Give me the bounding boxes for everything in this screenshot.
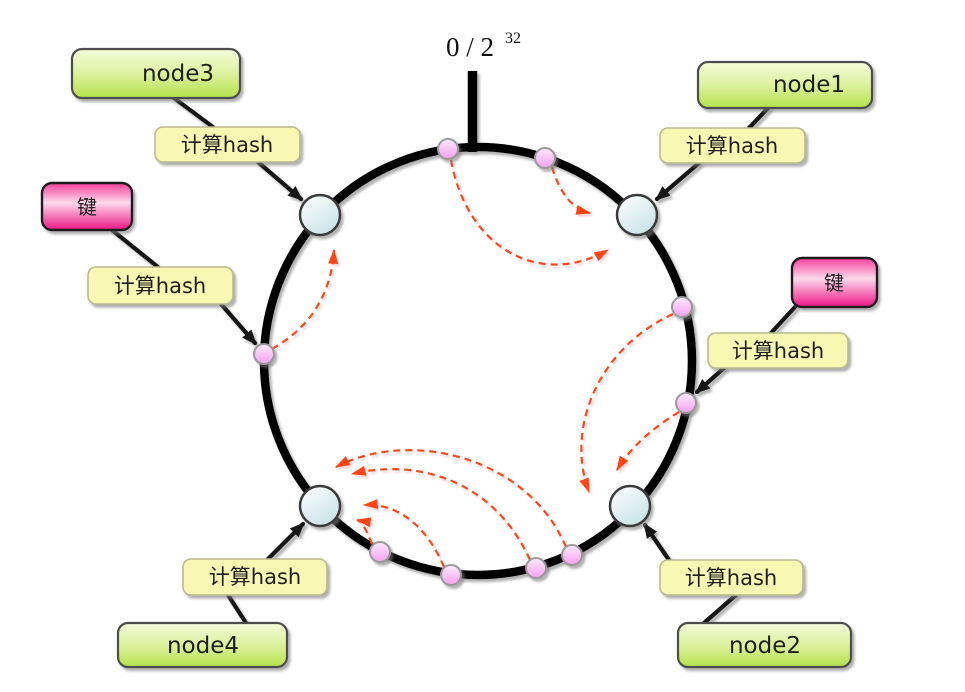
node1-label: node1 (773, 72, 845, 98)
node4-ring-circle (298, 484, 342, 528)
key-right-box (790, 256, 879, 309)
node4-label: node4 (167, 633, 239, 659)
compute-hash-label-node1: 计算hash (686, 134, 778, 158)
key-dot-bottom-4 (369, 541, 391, 563)
mapping-arrow-bottom2-to-node4 (350, 465, 532, 561)
node1-box (696, 60, 874, 110)
compute-hash-box-node3 (154, 126, 301, 163)
node2-ring-circle (608, 484, 652, 528)
connector-hashbox-to-keyright-dot (694, 365, 727, 395)
compute-hash-box-node4 (182, 558, 328, 596)
node1-ring-circle (615, 193, 659, 237)
key-dot-bottom-1 (561, 544, 583, 566)
connector-node3-to-hashbox (171, 95, 216, 130)
key-dot-left (253, 343, 275, 365)
key-dot-top-left (437, 138, 459, 160)
compute-hash-label-node4: 计算hash (209, 565, 301, 589)
key-dot-right-lower (675, 392, 697, 414)
compute-hash-label-keyleft: 计算hash (114, 274, 206, 298)
connector-keyleft-to-hashbox (109, 227, 161, 270)
ring-origin-label: 0 / 2 (446, 32, 494, 62)
compute-hash-label-node2: 计算hash (685, 566, 777, 590)
node2-box (676, 621, 853, 669)
node3-box (70, 47, 242, 100)
compute-hash-box-node1 (659, 127, 806, 164)
connector-node2-to-hashbox (701, 592, 739, 626)
connector-hashbox-to-node2-circle (642, 522, 672, 563)
key-dot-bottom-3 (440, 564, 462, 586)
mapping-arrow-bottom1-to-node4 (334, 449, 568, 548)
connector-hashbox-to-node1-circle (654, 160, 702, 202)
key-left-label: 键 (77, 195, 97, 219)
node3-label: node3 (142, 61, 214, 87)
connector-keyright-to-hashbox (768, 304, 798, 336)
key-dot-bottom-2 (525, 557, 547, 579)
node4-box (116, 621, 289, 669)
compute-hash-box-keyright (707, 332, 849, 369)
mapping-arrow-bottom4-to-node4 (355, 517, 374, 545)
connector-hashbox-to-keyleft-dot (218, 301, 258, 346)
key-left-box (40, 181, 134, 232)
compute-hash-box-node2 (659, 559, 804, 596)
ring-origin-exponent: 32 (505, 30, 521, 47)
connector-hashbox-to-node3-circle (255, 159, 304, 202)
node3-ring-circle (298, 193, 342, 237)
key-dot-right-upper (671, 296, 693, 318)
key-right-label: 键 (824, 271, 844, 295)
mapping-arrow-keyright-to-node2 (616, 411, 680, 472)
mapping-arrow-keyleft-to-node3 (271, 248, 339, 350)
compute-hash-label-node3: 计算hash (181, 133, 273, 157)
connector-node4-to-hashbox (225, 592, 249, 626)
mapping-arrow-rightupper-to-node2 (579, 313, 674, 494)
compute-hash-box-keyleft (87, 266, 234, 305)
mapping-arrow-bottom3-to-node4 (362, 499, 446, 568)
compute-hash-label-keyright: 计算hash (732, 339, 824, 363)
key-dot-top-right (534, 147, 556, 169)
connector-node1-to-hashbox (746, 105, 771, 131)
connector-hashbox-to-node4-circle (265, 521, 306, 562)
node2-label: node2 (729, 633, 801, 659)
